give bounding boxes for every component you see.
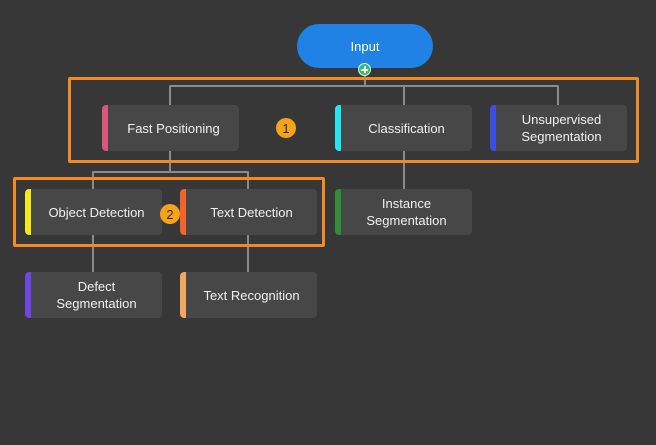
node-label: Text Detection bbox=[210, 204, 293, 220]
node-color-stripe bbox=[180, 189, 186, 235]
node-color-stripe bbox=[102, 105, 108, 151]
node-color-stripe bbox=[25, 189, 31, 235]
node-object-detection[interactable]: Object Detection bbox=[25, 189, 162, 235]
node-classification[interactable]: Classification bbox=[335, 105, 472, 151]
node-label: Unsupervised Segmentation bbox=[521, 112, 602, 144]
root-node-label: Input bbox=[350, 38, 380, 54]
group-badge-1: 1 bbox=[276, 118, 296, 138]
node-color-stripe bbox=[490, 105, 496, 151]
node-label: Classification bbox=[368, 120, 445, 136]
node-label: Object Detection bbox=[48, 204, 145, 220]
plus-circle-icon[interactable] bbox=[358, 63, 371, 76]
node-label: Instance Segmentation bbox=[366, 196, 447, 228]
node-color-stripe bbox=[335, 105, 341, 151]
node-fast-positioning[interactable]: Fast Positioning bbox=[102, 105, 239, 151]
node-label: Fast Positioning bbox=[127, 120, 220, 136]
connector-fast-positioning-children bbox=[92, 151, 249, 189]
node-color-stripe bbox=[335, 189, 341, 235]
node-instance-segmentation[interactable]: Instance Segmentation bbox=[335, 189, 472, 235]
group-badge-2: 2 bbox=[160, 204, 180, 224]
node-defect-segmentation[interactable]: Defect Segmentation bbox=[25, 272, 162, 318]
root-node-input[interactable]: Input bbox=[297, 24, 433, 68]
node-color-stripe bbox=[180, 272, 186, 318]
node-unsupervised-segmentation[interactable]: Unsupervised Segmentation bbox=[490, 105, 627, 151]
node-color-stripe bbox=[25, 272, 31, 318]
node-label: Defect Segmentation bbox=[56, 279, 137, 311]
node-text-detection[interactable]: Text Detection bbox=[180, 189, 317, 235]
connector-root-bus bbox=[169, 76, 559, 105]
node-label: Text Recognition bbox=[203, 287, 300, 303]
node-text-recognition[interactable]: Text Recognition bbox=[180, 272, 317, 318]
